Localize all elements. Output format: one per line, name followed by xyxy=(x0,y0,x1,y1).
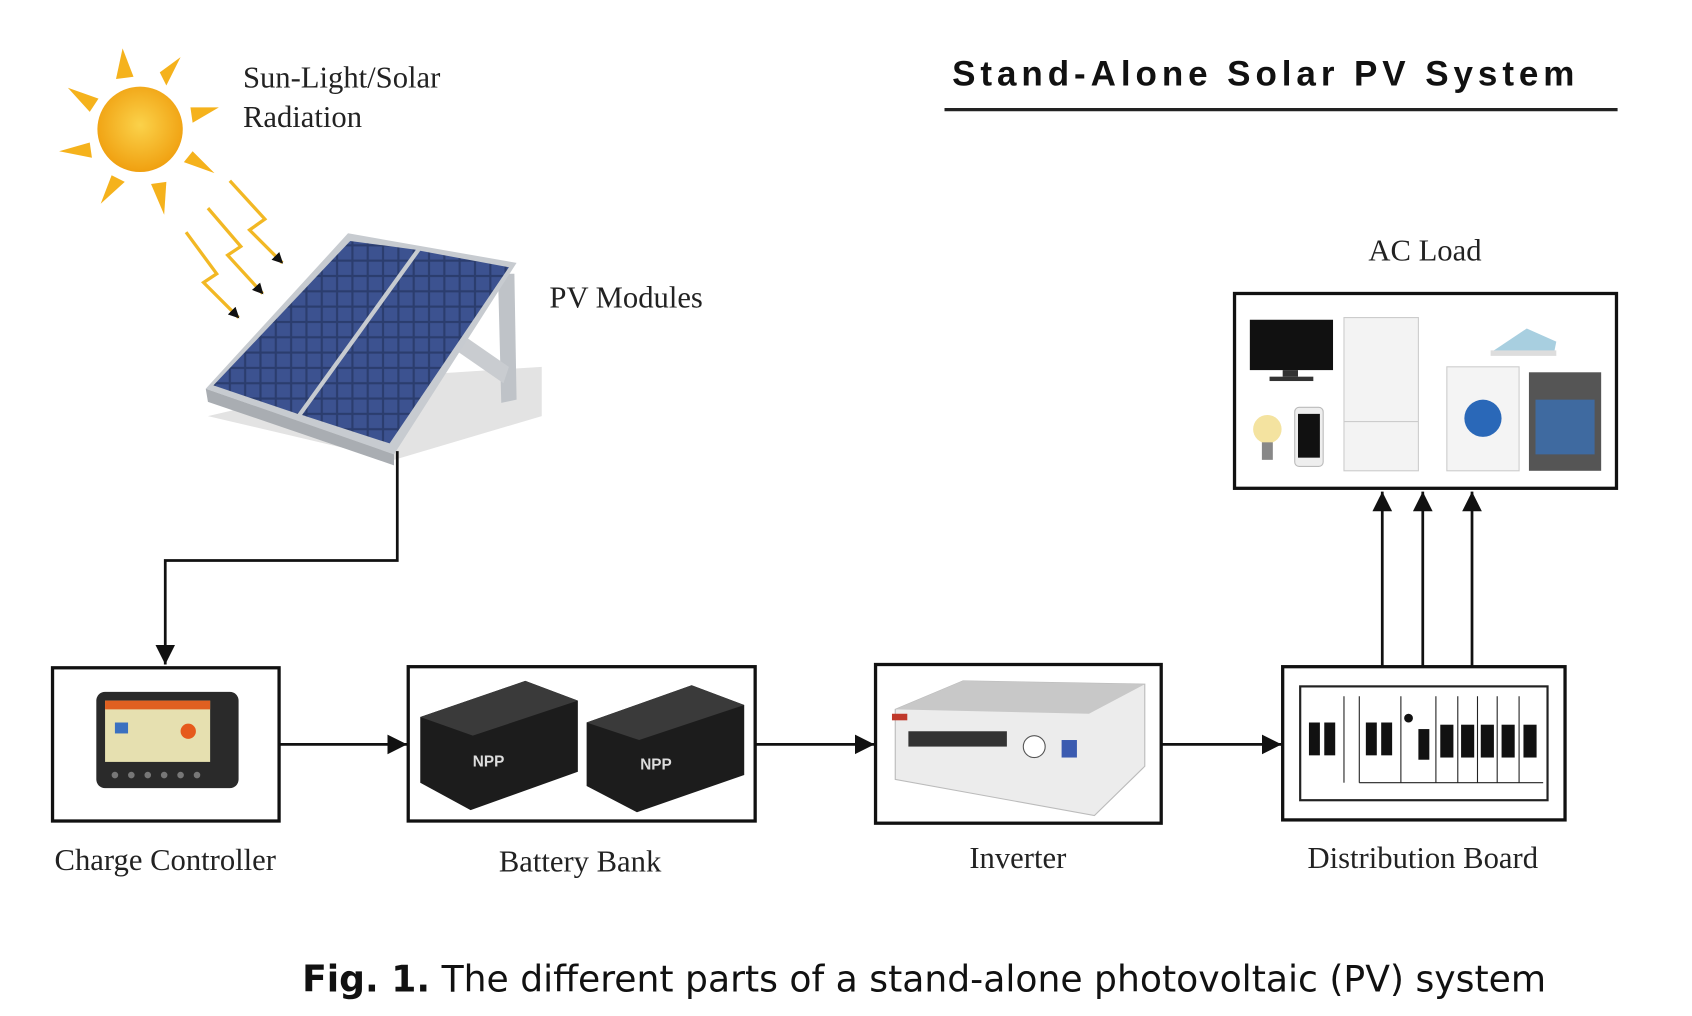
sun-icon xyxy=(59,48,219,215)
inverter-image xyxy=(891,680,1146,817)
battery-image: NPP NPP xyxy=(420,680,745,813)
distribution-to-load-arrows xyxy=(1372,491,1482,667)
battery-bank-label: Battery Bank xyxy=(499,844,662,878)
phone-screen xyxy=(1298,413,1320,458)
panel-to-controller-wire xyxy=(155,451,399,665)
iron-icon xyxy=(1490,328,1557,356)
charge-controller-image xyxy=(96,691,239,789)
pv-modules-image xyxy=(205,233,542,466)
washing-machine-icon xyxy=(1446,366,1520,472)
oven-icon xyxy=(1528,372,1602,471)
tv-icon xyxy=(1249,319,1334,382)
sunlight-label: Sun-Light/Solar xyxy=(243,61,440,95)
ac-load-label: AC Load xyxy=(1368,234,1481,268)
caption-text: The different parts of a stand-alone pho… xyxy=(430,958,1546,1001)
distribution-board-image xyxy=(1299,685,1549,802)
diagram-title: Stand-Alone Solar PV System xyxy=(952,55,1579,94)
radiation-arrows-icon xyxy=(184,179,284,319)
caption-prefix: Fig. 1. xyxy=(302,958,430,1001)
distribution-board-label: Distribution Board xyxy=(1308,841,1539,875)
battery-brand-label: NPP xyxy=(473,753,505,770)
refrigerator-icon xyxy=(1343,317,1419,472)
figure-caption: Fig. 1. The different parts of a stand-a… xyxy=(302,958,1546,1001)
light-bulb-icon xyxy=(1253,414,1282,460)
charge-controller-label: Charge Controller xyxy=(55,843,276,877)
radiation-label: Radiation xyxy=(243,100,362,134)
inverter-label: Inverter xyxy=(969,841,1066,875)
battery-brand-label-2: NPP xyxy=(640,757,672,774)
pv-modules-label: PV Modules xyxy=(549,281,702,315)
